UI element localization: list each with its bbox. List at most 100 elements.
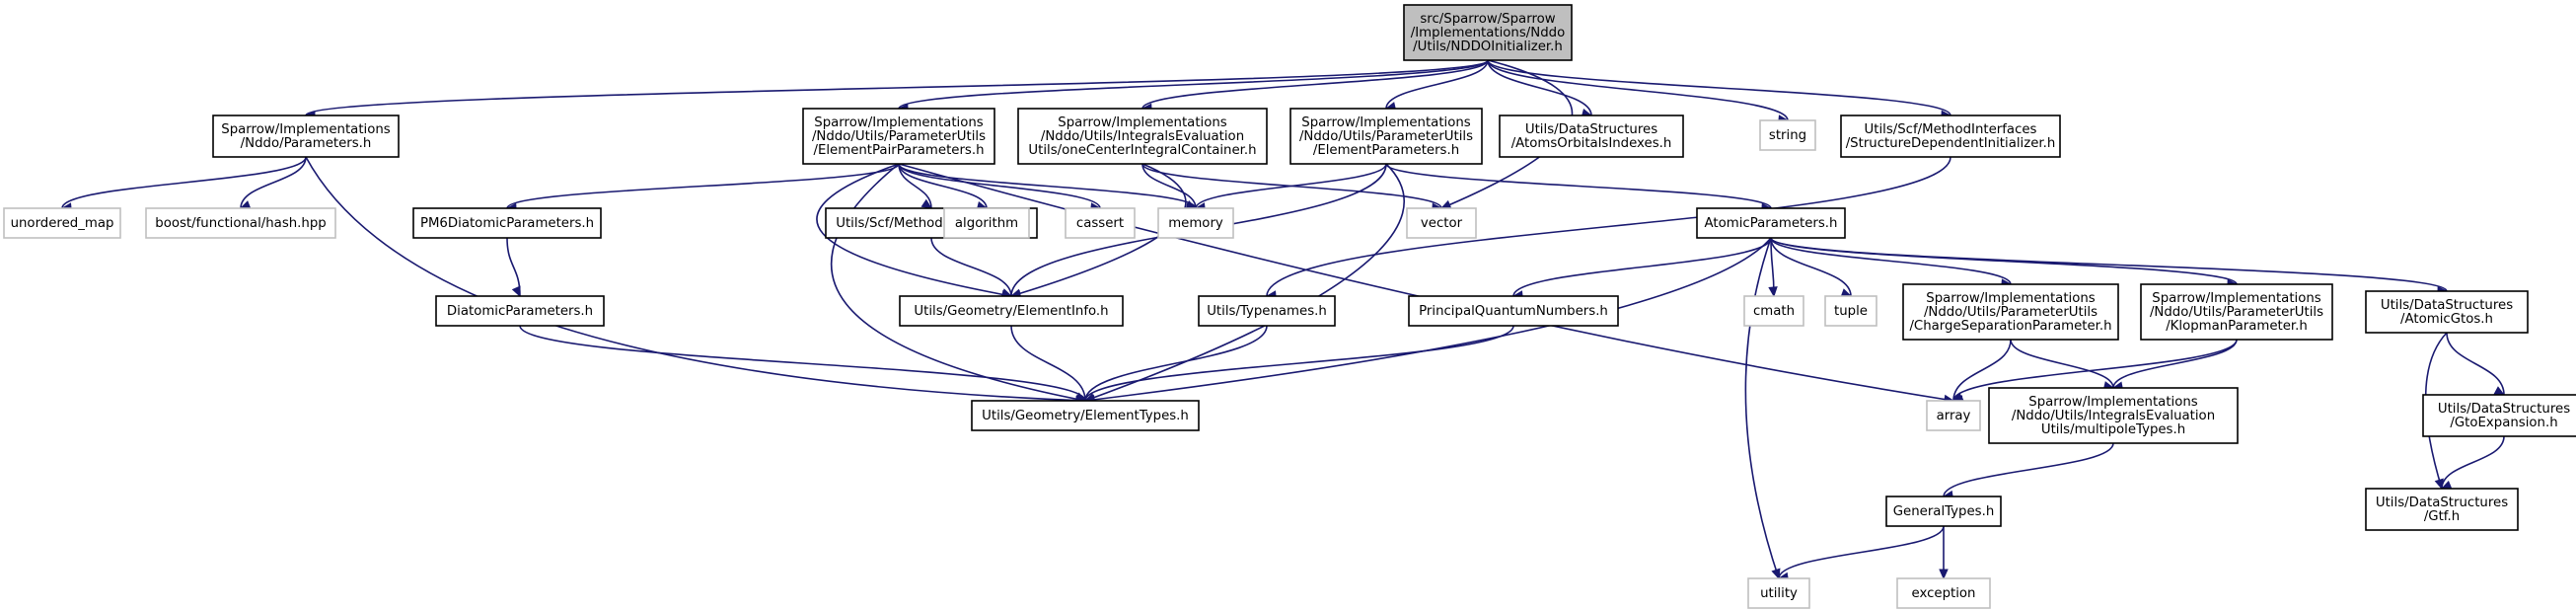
node-box: [1759, 119, 1816, 151]
node-generalTypes[interactable]: GeneralTypes.h: [1885, 496, 2002, 527]
node-label: string: [1769, 128, 1806, 143]
node-structureDep[interactable]: Utils/Scf/MethodInterfaces/StructureDepe…: [1840, 115, 2061, 158]
edge-line: [1770, 237, 1852, 297]
node-box: [1403, 4, 1573, 61]
edge-chargeSep-to-multipole: [2010, 339, 2115, 391]
node-label: PM6DiatomicParameters.h: [420, 216, 594, 231]
node-label: AtomicParameters.h: [1705, 216, 1838, 231]
node-cmath[interactable]: cmath: [1743, 295, 1804, 327]
edge-line: [898, 163, 988, 209]
edge-line: [1487, 59, 1789, 121]
node-cassert[interactable]: cassert: [1065, 207, 1136, 239]
node-tuple[interactable]: tuple: [1824, 295, 1877, 327]
node-label: /Nddo/Utils/ParameterUtils: [2150, 305, 2323, 320]
node-label: Sparrow/Implementations: [221, 122, 391, 137]
node-box: [145, 207, 336, 239]
node-oneCenter[interactable]: Sparrow/Implementations/Nddo/Utils/Integ…: [1017, 108, 1268, 165]
node-pqn[interactable]: PrincipalQuantumNumbers.h: [1408, 295, 1619, 327]
node-klopman[interactable]: Sparrow/Implementations/Nddo/Utils/Param…: [2140, 283, 2333, 341]
edge-line: [1770, 237, 2012, 285]
node-box: [1408, 295, 1619, 327]
node-hash[interactable]: boost/functional/hash.hpp: [145, 207, 336, 239]
node-atomsOrbitals[interactable]: Utils/DataStructures/AtomsOrbitalsIndexe…: [1499, 115, 1684, 158]
edge-line: [1385, 163, 1772, 209]
node-elementTypes[interactable]: Utils/Geometry/ElementTypes.h: [971, 400, 1200, 431]
node-pm6[interactable]: PM6DiatomicParameters.h: [412, 207, 602, 239]
edge-atomicParams-to-utility: [1744, 237, 1781, 580]
node-label: utility: [1760, 586, 1798, 601]
edge-line: [1943, 442, 2114, 497]
node-atomicGtos[interactable]: Utils/DataStructures/AtomicGtos.h: [2365, 290, 2529, 334]
node-label: Sparrow/Implementations: [1058, 115, 1227, 130]
edge-atomicParams-to-pqn: [1511, 237, 1772, 300]
edge-atomicParams-to-chargeSep: [1770, 237, 2013, 288]
node-chargeSep[interactable]: Sparrow/Implementations/Nddo/Utils/Param…: [1902, 283, 2119, 341]
edge-line: [816, 163, 1012, 297]
edge-line: [1084, 325, 1268, 402]
edge-line: [2446, 332, 2505, 396]
edge-line: [1010, 325, 1086, 402]
node-box: [1499, 115, 1684, 158]
node-multipole[interactable]: Sparrow/Implementations/Nddo/Utils/Integ…: [1988, 387, 2239, 444]
node-label: /AtomicGtos.h: [2400, 312, 2493, 327]
edge-elementPair-to-pm6: [505, 163, 900, 213]
edge-root-to-string: [1487, 59, 1790, 124]
node-array[interactable]: array: [1926, 400, 1981, 431]
edge-line: [898, 163, 1101, 209]
node-label: src/Sparrow/Sparrow: [1420, 12, 1555, 27]
node-label: Sparrow/Implementations: [2152, 291, 2321, 306]
node-box: [1406, 207, 1477, 239]
node-vector[interactable]: vector: [1406, 207, 1477, 239]
node-elementInfo[interactable]: Utils/Geometry/ElementInfo.h: [899, 295, 1124, 327]
node-box: [899, 295, 1124, 327]
edge-klopman-to-multipole: [2111, 339, 2238, 391]
node-box: [1289, 108, 1483, 165]
node-gtf[interactable]: Utils/DataStructures/Gtf.h: [2365, 488, 2519, 531]
node-label: Utils/DataStructures: [2376, 496, 2508, 510]
arrowhead: [920, 198, 933, 209]
node-algorithm[interactable]: algorithm: [943, 207, 1030, 239]
node-root[interactable]: src/Sparrow/Sparrow/Implementations/Nddo…: [1403, 4, 1573, 61]
node-label: Sparrow/Implementations: [814, 115, 984, 130]
node-label: /ElementPairParameters.h: [813, 143, 984, 158]
edge-line: [1744, 237, 1780, 579]
node-box: [1017, 108, 1268, 165]
node-elementPair[interactable]: Sparrow/Implementations/Nddo/Utils/Param…: [802, 108, 995, 165]
edge-line: [1487, 59, 1592, 116]
node-label: Utils/Geometry/ElementTypes.h: [982, 409, 1189, 423]
node-gtoExpansion[interactable]: Utils/DataStructures/GtoExpansion.h: [2422, 394, 2576, 437]
edge-line: [1266, 156, 1951, 297]
node-label: DiatomicParameters.h: [447, 304, 593, 319]
edge-line: [898, 59, 1489, 110]
edge-generalTypes-to-exception: [1939, 526, 1949, 580]
node-box: [2365, 290, 2529, 334]
node-label: /AtomsOrbitalsIndexes.h: [1511, 136, 1672, 151]
node-typenames[interactable]: Utils/Typenames.h: [1198, 295, 1336, 327]
node-label: cassert: [1076, 216, 1124, 231]
node-box: [1896, 577, 1991, 609]
node-unordered_map[interactable]: unordered_map: [3, 207, 121, 239]
node-label: /Nddo/Utils/IntegralsEvaluation: [2012, 409, 2215, 423]
node-label: tuple: [1834, 304, 1868, 319]
node-box: [2140, 283, 2333, 341]
node-parameters[interactable]: Sparrow/Implementations/Nddo/Parameters.…: [212, 115, 400, 158]
node-box: [1902, 283, 2119, 341]
edge-line: [2112, 339, 2238, 389]
node-label: array: [1937, 409, 1971, 423]
node-box: [802, 108, 995, 165]
node-label: boost/functional/hash.hpp: [155, 216, 326, 231]
node-utility[interactable]: utility: [1747, 577, 1810, 609]
edge-diatomic-to-elementTypes: [519, 325, 1087, 406]
node-string[interactable]: string: [1759, 119, 1816, 151]
node-atomicParams[interactable]: AtomicParameters.h: [1696, 207, 1846, 239]
node-exception[interactable]: exception: [1896, 577, 1991, 609]
node-diatomic[interactable]: DiatomicParameters.h: [435, 295, 605, 327]
arrowhead: [1768, 286, 1778, 298]
node-label: /Nddo/Utils/ParameterUtils: [812, 129, 986, 144]
edge-line: [1770, 237, 2448, 292]
node-label: /Utils/NDDOInitializer.h: [1413, 39, 1563, 54]
node-elementParams[interactable]: Sparrow/Implementations/Nddo/Utils/Param…: [1289, 108, 1483, 165]
node-label: Utils/Geometry/ElementInfo.h: [914, 304, 1108, 319]
node-memory[interactable]: memory: [1157, 207, 1234, 239]
node-label: Utils/Scf/MethodInterfaces: [1865, 122, 2037, 137]
